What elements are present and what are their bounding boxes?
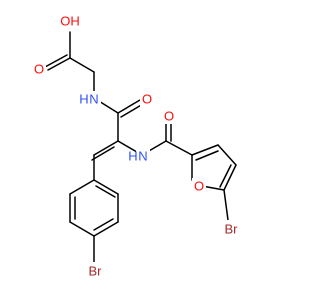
atom-o-amide-1: O — [140, 91, 154, 107]
svg-text:O: O — [164, 109, 174, 124]
svg-text:O: O — [194, 179, 204, 194]
bond — [195, 150, 219, 161]
atom-n-enamide: N H — [128, 148, 150, 164]
bond — [165, 140, 193, 156]
bond — [69, 57, 95, 73]
bond — [223, 164, 237, 191]
bond — [47, 57, 71, 71]
bond — [117, 99, 141, 114]
atom-n-glycine: N H — [79, 91, 101, 107]
bond — [44, 54, 68, 68]
molecule-structure: OH O N H O O N H O Br Br — [32, 12, 242, 280]
atom-br-furan: Br — [220, 220, 242, 238]
bond — [219, 164, 232, 188]
svg-text:H: H — [79, 92, 88, 107]
svg-text:N: N — [138, 149, 147, 164]
bond — [93, 140, 119, 156]
bond — [93, 179, 119, 195]
bond — [91, 146, 115, 161]
atom-oh: OH — [58, 12, 82, 30]
svg-text:O: O — [34, 62, 44, 77]
bond — [93, 221, 119, 237]
svg-text:H: H — [128, 149, 137, 164]
bond — [69, 221, 95, 237]
svg-text:Br: Br — [225, 222, 239, 237]
svg-text:N: N — [89, 92, 98, 107]
bond — [223, 189, 229, 221]
atom-o-amide-2: O — [162, 108, 176, 124]
svg-text:O: O — [142, 92, 152, 107]
svg-text:Br: Br — [89, 264, 103, 279]
bond — [95, 185, 116, 198]
bond — [120, 103, 144, 118]
atom-o-furan: O — [192, 178, 206, 194]
bond — [217, 144, 237, 166]
atom-o-acid: O — [32, 61, 46, 77]
svg-text:OH: OH — [60, 14, 80, 29]
bond — [191, 144, 219, 156]
bond — [69, 179, 95, 195]
bond — [93, 218, 114, 231]
atom-br-phenyl: Br — [84, 262, 106, 280]
